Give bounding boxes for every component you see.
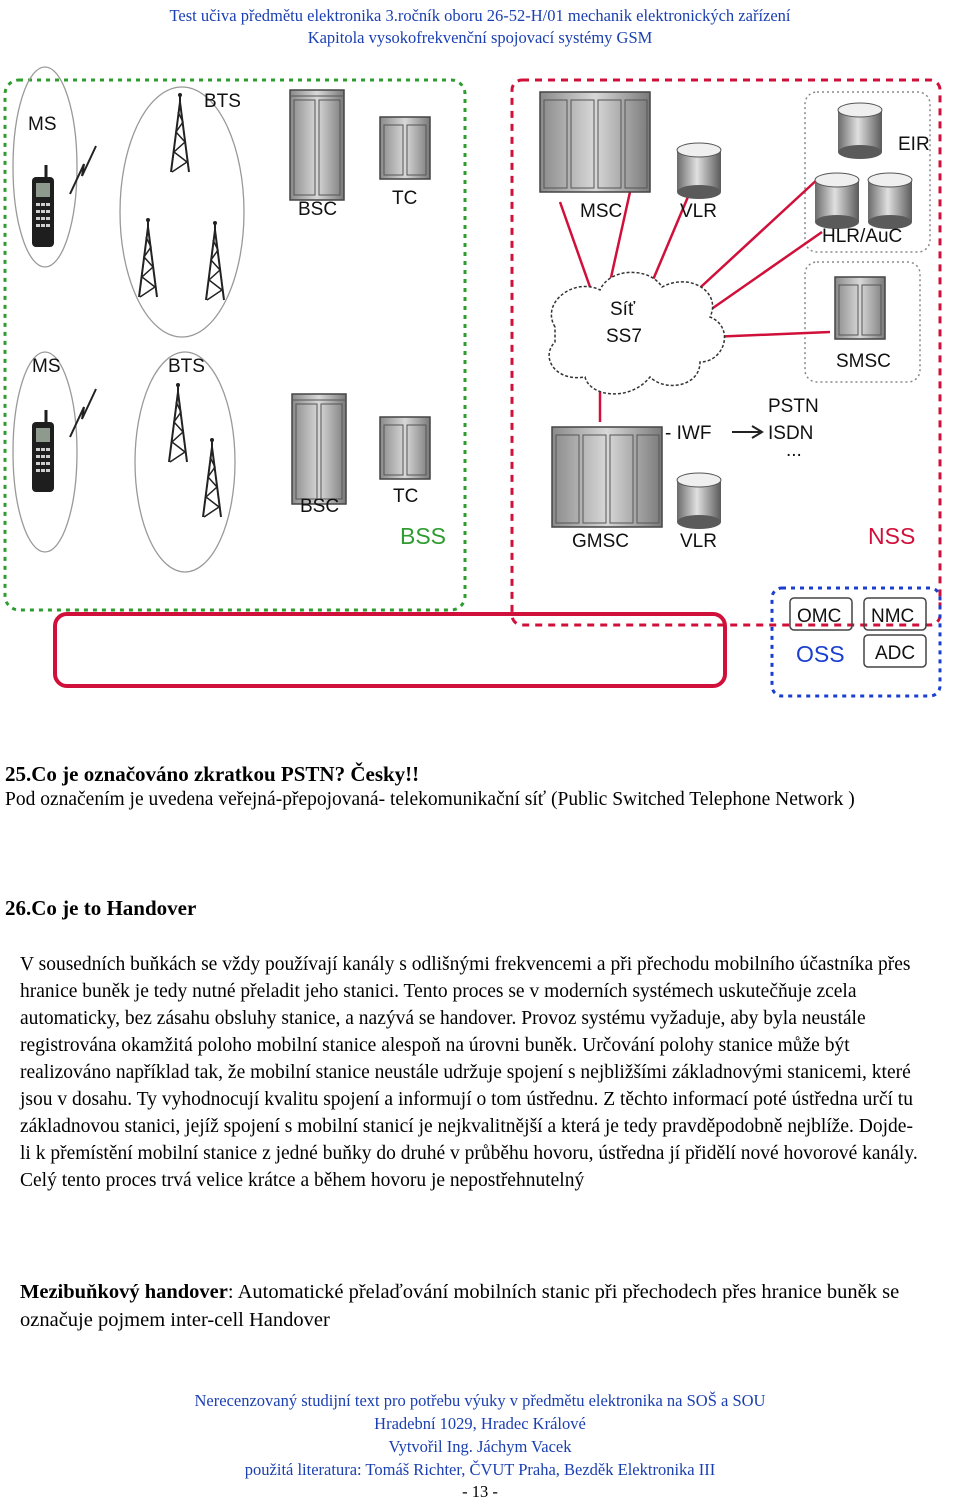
smsc-group [804,261,921,383]
label-ms-2: MS [32,356,61,377]
label-hlr-auc: HLR/AuC [822,226,902,247]
label-bss: BSS [400,523,446,549]
label-ss7: SS7 [606,326,642,347]
label-bsc-2: BSC [300,496,339,517]
question-25-answer: Pod označením je uvedena veřejná-přepojo… [5,789,855,810]
label-vlr-2: VLR [680,531,717,552]
eir-hlr-group [804,91,931,253]
label-pstn: PSTN [768,396,819,417]
management-box [53,612,727,688]
label-adc: ADC [875,643,915,664]
intercell-handover-paragraph: Mezibuňkový handover: Automatické přelaď… [20,1278,920,1334]
label-isdn: ISDN [768,423,813,444]
bts2-cell [134,351,236,573]
oss-region [770,586,942,698]
label-dots: ... [786,440,802,461]
question-25-title: 25.Co je označováno zkratkou PSTN? Česky… [5,762,420,786]
adc-box [863,634,927,668]
label-eir: EIR [898,134,930,155]
label-omc: OMC [797,606,841,627]
label-sit: Síť [610,299,636,320]
label-vlr-1: VLR [680,201,717,222]
intercell-handover-text: : Automatické přelaďování mobilních stan… [20,1281,900,1331]
footer-line-4: použitá literatura: Tomáš Richter, ČVUT … [244,1460,716,1479]
gsm-architecture-diagram: MS BTS BSC TC MS BTS BSC TC MSC VLR EIR … [3,66,942,698]
omc-box [789,597,853,631]
radio-link-1 [69,145,97,195]
page-number: - 13 - [462,1482,498,1501]
label-tc-2: TC [393,486,418,507]
label-bts-1: BTS [204,91,241,112]
question-26-paragraph: V sousedních buňkách se vždy používají k… [20,954,918,1191]
label-iwf: - IWF [665,423,711,444]
label-ms-1: MS [28,114,57,135]
footer-line-2: Hradební 1029, Hradec Králové [374,1414,586,1433]
ss7-cloud [548,271,726,395]
question-26-title: 26.Co je to Handover [5,896,197,920]
label-smsc: SMSC [836,351,891,372]
label-gmsc: GMSC [572,531,629,552]
bss-region [3,78,467,612]
header-line-2: Kapitola vysokofrekvenční spojovací syst… [307,28,653,47]
ms2-cell [12,351,78,553]
bts1-cell [119,86,245,338]
label-bsc-1: BSC [298,199,337,220]
nmc-box [863,597,927,631]
label-nss: NSS [868,523,915,549]
footer-line-3: Vytvořil Ing. Jáchym Vacek [388,1437,572,1456]
radio-link-2 [69,388,97,438]
intercell-handover-term: Mezibuňkový handover [20,1281,228,1303]
footer-line-1: Nerecenzovaný studijní text pro potřebu … [194,1391,766,1410]
header-line-1: Test učiva předmětu elektronika 3.ročník… [169,6,791,25]
label-msc: MSC [580,201,622,222]
label-bts-2: BTS [168,356,205,377]
label-nmc: NMC [871,606,914,627]
ms1-cell [12,66,78,268]
label-tc-1: TC [392,188,417,209]
label-oss: OSS [796,641,845,667]
